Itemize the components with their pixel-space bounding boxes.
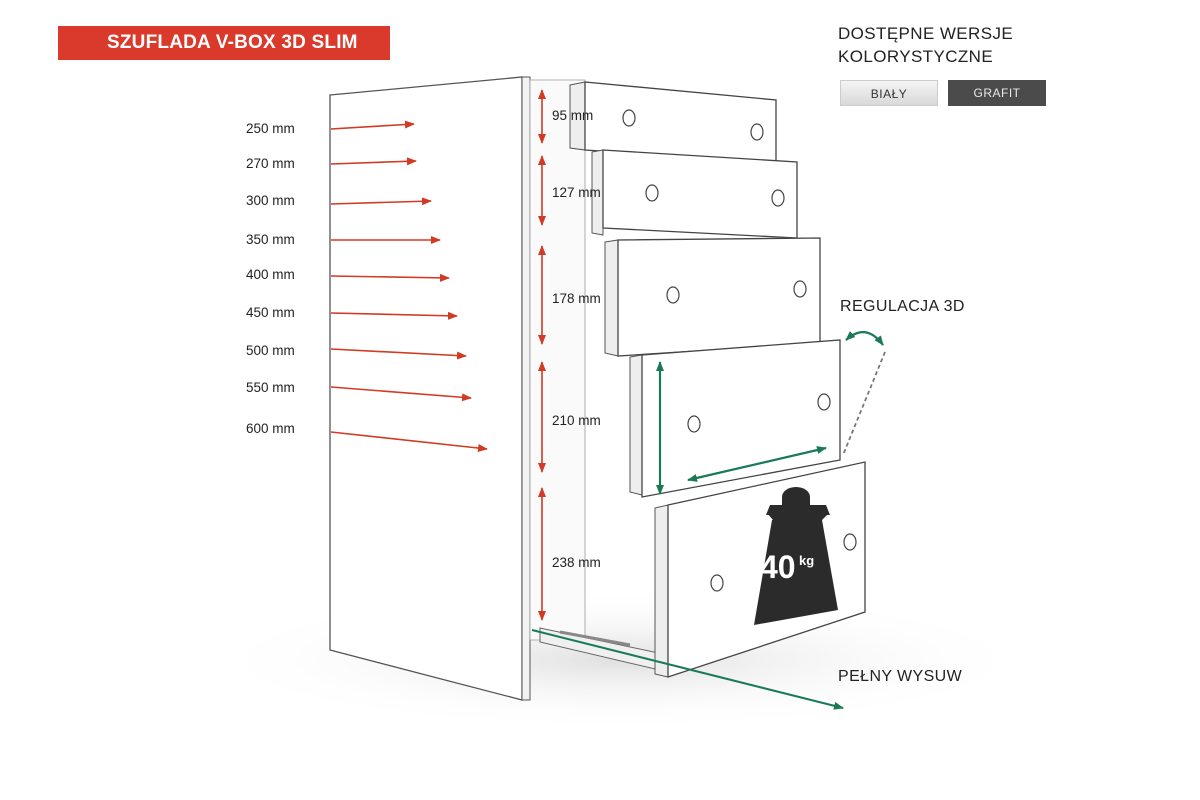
full-extension-arrow (531, 629, 844, 710)
color-swatch-graphite: GRAFIT (948, 80, 1046, 106)
depth-arrow (330, 386, 472, 402)
depth-label: 270 mm (246, 156, 295, 171)
color-versions-heading-line2: KOLORYSTYCZNE (838, 47, 994, 66)
depth-arrows (330, 120, 488, 453)
depth-label: 450 mm (246, 305, 295, 320)
lateral-adjustment-arrow (687, 446, 827, 482)
weight-icon (754, 487, 838, 625)
depth-label: 550 mm (246, 380, 295, 395)
color-versions-heading: DOSTĘPNE WERSJE KOLORYSTYCZNE (838, 22, 1098, 68)
depth-arrow (330, 197, 432, 206)
load-unit: kg (799, 553, 814, 568)
drawer-4 (629, 339, 841, 498)
depth-arrow (330, 120, 415, 130)
depth-label: 300 mm (246, 193, 295, 208)
cabinet-front-edge (521, 76, 531, 701)
product-title: SZUFLADA V-BOX 3D SLIM (58, 26, 390, 60)
height-label: 127 mm (552, 185, 601, 200)
drawer-3 (604, 237, 821, 357)
height-label: 238 mm (552, 555, 601, 570)
depth-arrow (330, 273, 450, 282)
drawer-2 (591, 149, 798, 239)
drawer-1 (569, 81, 777, 163)
depth-label: 350 mm (246, 232, 295, 247)
height-label: 210 mm (552, 413, 601, 428)
height-label: 95 mm (552, 108, 594, 123)
adjustment-3d-label: REGULACJA 3D (840, 298, 965, 315)
depth-arrow (330, 311, 458, 320)
depth-arrow (330, 431, 488, 453)
color-swatch-white: BIAŁY (840, 80, 938, 106)
adjustment-leader-line (842, 351, 886, 456)
load-value: 40 (760, 549, 796, 585)
tilt-adjustment-arrow (845, 331, 884, 346)
height-label: 178 mm (552, 291, 601, 306)
depth-label: 250 mm (246, 121, 295, 136)
depth-label: 600 mm (246, 421, 295, 436)
depth-arrow (330, 157, 417, 166)
depth-label: 400 mm (246, 267, 295, 282)
depth-arrow (330, 348, 467, 360)
depth-label: 500 mm (246, 343, 295, 358)
full-extension-label: PEŁNY WYSUW (838, 668, 963, 685)
color-versions-heading-line1: DOSTĘPNE WERSJE (838, 24, 1014, 43)
